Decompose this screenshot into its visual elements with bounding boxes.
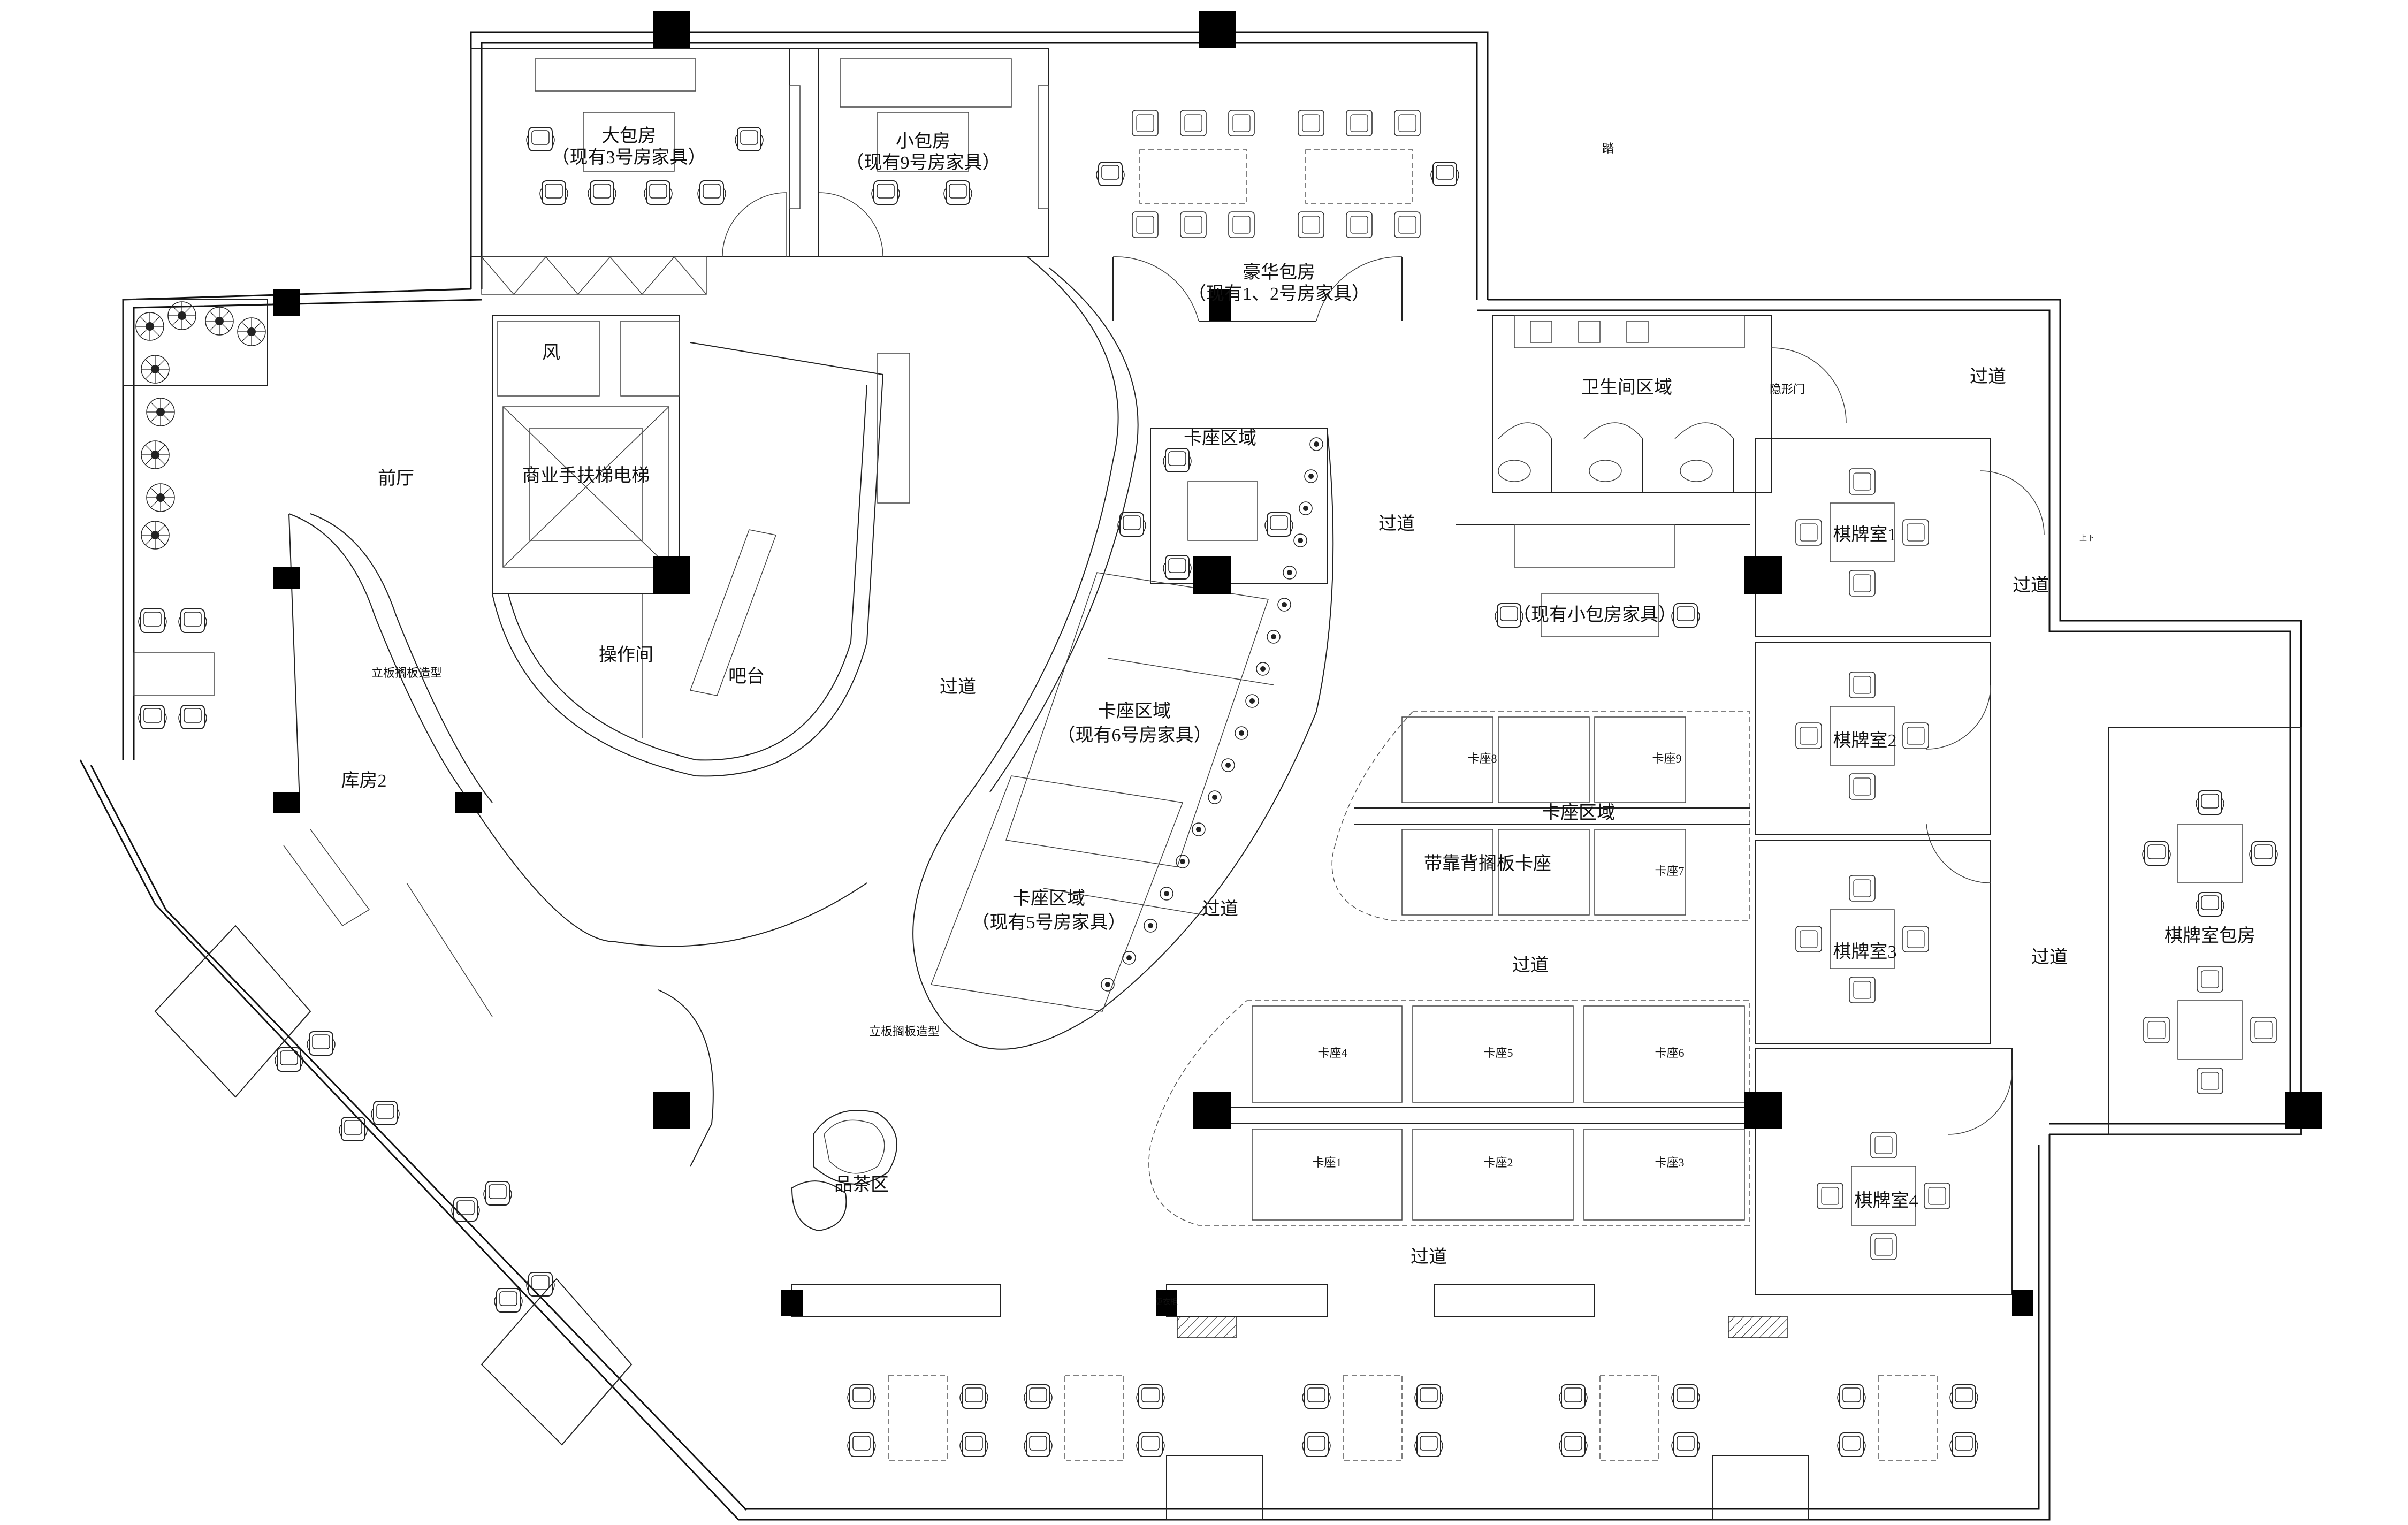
label-elevator: 商业手扶梯电梯 (522, 466, 650, 486)
label-booth-area-5-note: （现有5号房家具） (972, 912, 1126, 933)
label-corridor-center2: 过道 (1512, 955, 1549, 975)
label-panel-note-center: 立板搁板造型 (869, 1025, 940, 1038)
label-hidden-door: 隐形门 (1770, 383, 1805, 396)
label-chess-room-3: 棋牌室3 (1833, 942, 1897, 962)
label-corridor-bottom: 过道 (1411, 1247, 1447, 1267)
label-booth-8: 卡座8 (1467, 752, 1497, 765)
small-room-chairs (871, 180, 972, 205)
label-shelf-booth: 带靠背搁板卡座 (1424, 853, 1551, 874)
columns (273, 11, 2322, 1316)
bar-area (492, 342, 910, 777)
label-booth-area-5: 卡座区域 (1012, 888, 1085, 909)
label-top-mark: 踏 (1602, 142, 1614, 155)
label-chess-room-4: 棋牌室4 (1855, 1191, 1918, 1211)
label-booth-4: 卡座4 (1317, 1046, 1347, 1059)
label-large-private-room-note: （现有3号房家具） (552, 147, 706, 167)
label-booth-1: 卡座1 (1312, 1156, 1342, 1169)
top-rooms (470, 48, 1413, 322)
label-cabinet: 更衣柜 (1155, 1298, 1178, 1307)
curved-booth-block (912, 256, 1334, 1050)
labels: 大包房 （现有3号房家具） 小包房 （现有9号房家具） 豪华包房 （现有1、2号… (341, 126, 2256, 1307)
booth-zone-lower (1148, 1000, 1750, 1226)
label-chess-room-2: 棋牌室2 (1833, 730, 1897, 751)
booth-zone-upper (1331, 524, 1750, 921)
tea-rocks (791, 1110, 897, 1232)
storeroom-2 (283, 513, 867, 1167)
label-booth-3: 卡座3 (1655, 1156, 1684, 1169)
label-bar: 吧台 (728, 666, 765, 687)
label-small-private-room: 小包房 (896, 131, 950, 151)
diagonal-seating (154, 925, 633, 1446)
label-small-private-room-note: （现有9号房家具） (846, 152, 1001, 173)
label-booth-area-6: 卡座区域 (1098, 701, 1171, 721)
label-booth-6: 卡座6 (1655, 1046, 1684, 1059)
label-corridor-far-right: 过道 (2031, 947, 2068, 967)
label-wind: 风 (542, 343, 560, 363)
label-operation-room: 操作间 (599, 645, 653, 665)
label-storeroom-2: 库房2 (341, 771, 387, 791)
bottom-chairs (847, 1384, 1978, 1457)
restroom (1492, 315, 1847, 493)
elevator-core (492, 315, 680, 594)
label-booth-5: 卡座5 (1483, 1046, 1513, 1059)
label-deluxe-private-room: 豪华包房 (1243, 262, 1315, 283)
label-small-room-furniture: （现有小包房家具） (1513, 605, 1677, 625)
label-booth-9: 卡座9 (1652, 752, 1681, 765)
label-front-hall: 前厅 (378, 468, 414, 489)
label-booth-zone-mid: 卡座区域 (1542, 803, 1615, 823)
label-corridor-mid: 过道 (1378, 514, 1415, 534)
label-restroom-area: 卫生间区域 (1581, 377, 1672, 398)
label-booth-area-top: 卡座区域 (1184, 428, 1256, 448)
label-booth-7: 卡座7 (1655, 864, 1684, 878)
chess-rooms (1755, 438, 2302, 1295)
label-large-private-room: 大包房 (601, 126, 656, 146)
deluxe-room-chairs (1096, 110, 1459, 238)
label-chess-room-1: 棋牌室1 (1833, 524, 1897, 545)
label-chess-private-room: 棋牌室包房 (2165, 926, 2255, 946)
label-corridor-center: 过道 (1202, 899, 1238, 919)
front-seats (133, 608, 215, 729)
outer-walls (79, 31, 2302, 1521)
label-booth-2: 卡座2 (1483, 1156, 1513, 1169)
label-booth-area-6-note: （现有6号房家具） (1057, 725, 1212, 745)
label-deluxe-private-room-note: （现有1、2号房家具） (1188, 284, 1370, 304)
bottom-dining (791, 1284, 1938, 1520)
planters-left (123, 299, 268, 550)
label-corridor-right-upper: 过道 (2013, 575, 2049, 596)
label-side-mark: 上下 (2079, 534, 2094, 543)
label-corridor-right-top: 过道 (1970, 367, 2006, 387)
label-corridor-main: 过道 (940, 677, 976, 697)
label-panel-note-left: 立板搁板造型 (371, 666, 442, 680)
label-tea-area: 品茶区 (834, 1175, 889, 1195)
